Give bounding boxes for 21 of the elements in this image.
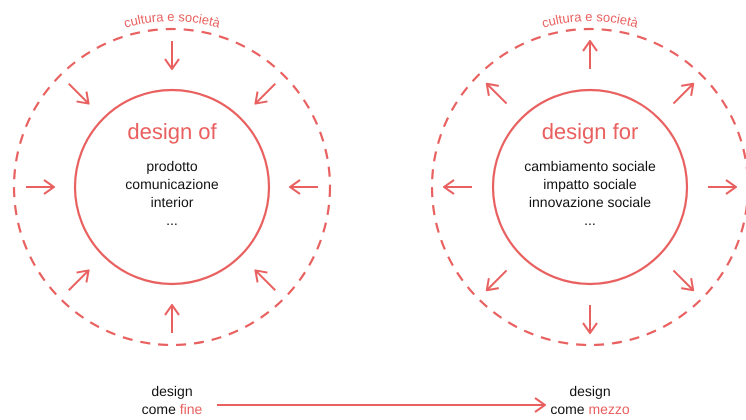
caption-text: design xyxy=(568,382,612,400)
circle xyxy=(492,89,688,285)
caption-text: design xyxy=(150,382,194,400)
list-item: ... xyxy=(584,211,596,229)
list-item: impatto sociale xyxy=(543,175,637,193)
circle xyxy=(74,89,270,285)
list-item: prodotto xyxy=(146,157,198,175)
caption-text: come xyxy=(550,401,585,417)
circle-title: design of xyxy=(127,119,217,145)
list-item: interior xyxy=(150,193,194,211)
list-item: ... xyxy=(166,211,178,229)
list-item: comunicazione xyxy=(125,175,219,193)
highlight-word: fine xyxy=(180,401,202,417)
list-item: cambiamento sociale xyxy=(524,157,656,175)
caption-text: come xyxy=(142,401,176,417)
circle-heading: cultura e società xyxy=(122,8,222,31)
circle-title: design for xyxy=(542,119,638,145)
highlight-word: mezzo xyxy=(588,401,630,417)
list-item: innovazione sociale xyxy=(528,193,652,211)
circle-heading: cultura e società xyxy=(540,8,640,31)
arrow xyxy=(217,397,546,413)
